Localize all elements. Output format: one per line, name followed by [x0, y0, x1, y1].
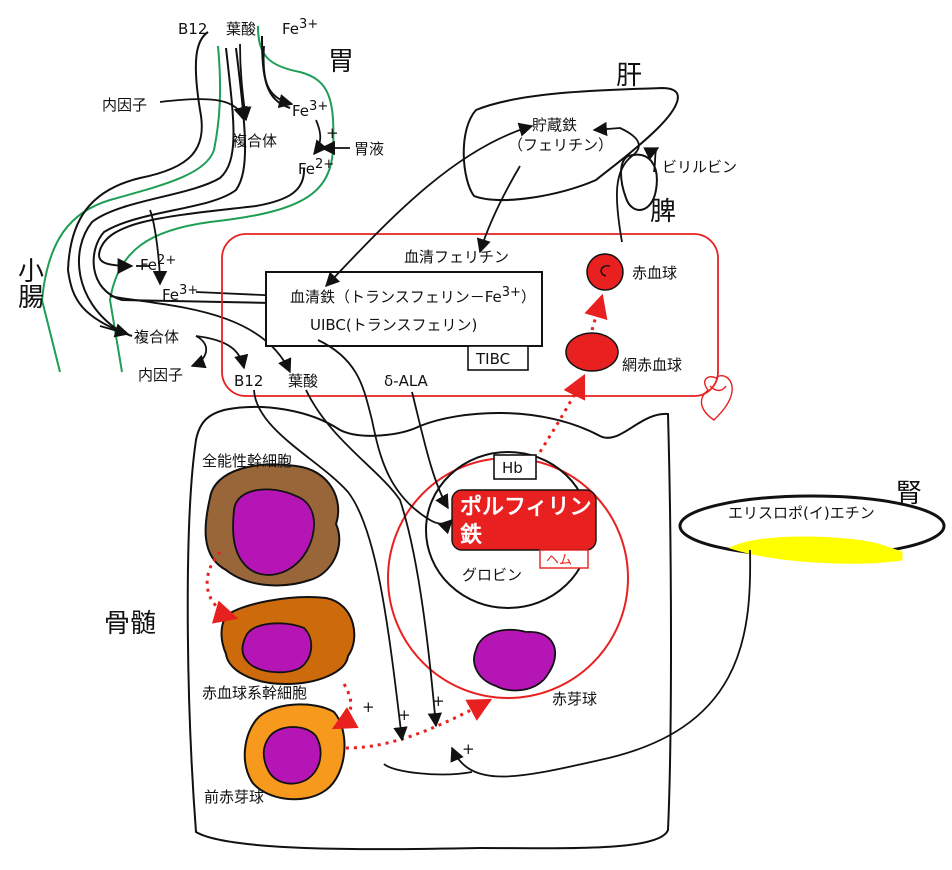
liver-serum-arrows	[325, 121, 660, 288]
rbc-label: 赤血球	[632, 264, 677, 282]
bilirubin-label: ビリルビン	[662, 158, 737, 176]
intake-b12: B12	[178, 20, 207, 38]
stomach-fe2: Fe2+	[298, 157, 334, 178]
spleen-label: 脾	[650, 197, 676, 227]
pluripotent-stem-nucleus	[232, 488, 315, 576]
small-intestine-label-1: 小	[18, 257, 44, 287]
stomach-intrinsic-factor: 内因子	[102, 96, 147, 114]
small-intestine-label-2: 腸	[18, 283, 44, 313]
intestine-b12: B12	[234, 372, 263, 390]
globin-label: グロビン	[462, 566, 522, 584]
proerythroblast-label: 前赤芽球	[204, 788, 264, 806]
spleen-outline	[620, 153, 658, 211]
intestine-folate: 葉酸	[288, 372, 318, 390]
reticulocyte-cell	[565, 332, 619, 372]
tibc-label: TIBC	[475, 350, 510, 368]
plus-sign-4: +	[462, 740, 475, 758]
plus-sign-2: +	[398, 706, 411, 724]
kidney	[678, 494, 946, 564]
intestine-fe3: Fe3+	[162, 283, 198, 304]
stomach-inner-wall	[40, 45, 222, 373]
iron-label: 鉄	[460, 522, 482, 548]
serum-iron-label: 血清鉄（トランスフェリン－Fe3+）	[290, 285, 536, 306]
tibc-box	[467, 345, 529, 371]
bone-marrow-label: 骨髄	[104, 609, 156, 639]
intestine-complex: 複合体	[134, 328, 179, 346]
stomach-fe3: Fe3+	[292, 99, 328, 120]
ala-label: δ-ALA	[384, 372, 429, 390]
erythroid-stem-nucleus	[241, 622, 313, 674]
intestine-fe2: Fe2+	[140, 253, 176, 274]
liver-label: 肝	[616, 61, 642, 91]
rbc-center-mark	[600, 265, 611, 277]
porphyrin-label: ポルフィリン	[460, 494, 592, 520]
epo-label: エリスロポ(イ)エチン	[728, 504, 875, 522]
intake-fe3: Fe3+	[282, 17, 318, 38]
intake-folate: 葉酸	[226, 20, 256, 38]
serum-ferritin-label: 血清フェリチン	[404, 248, 509, 266]
pluripotent-label: 全能性幹細胞	[202, 452, 292, 470]
reticulocyte-to-rbc-arrow	[584, 293, 608, 331]
erythroblast-nucleus	[473, 628, 557, 692]
epo-return-line	[383, 763, 473, 776]
kidney-label: 腎	[896, 479, 922, 509]
reticulocyte-label: 網赤血球	[622, 356, 682, 374]
proerythroblast-nucleus	[262, 726, 322, 785]
ferritin-label: （フェリチン）	[508, 136, 613, 154]
gastric-juice-label: 胃液	[354, 140, 384, 158]
epo-arrow	[450, 549, 752, 778]
storage-iron-label: 貯蔵鉄	[532, 116, 577, 134]
rbc-cell	[586, 253, 624, 291]
stomach-complex: 複合体	[232, 132, 277, 150]
heme-label: ヘム	[546, 553, 572, 568]
erythroblast-label: 赤芽球	[552, 690, 597, 708]
serum-iron-box	[265, 271, 543, 347]
stomach-label: 胃	[328, 47, 354, 77]
differentiation-arrows	[205, 373, 586, 750]
heart-icon	[700, 374, 733, 421]
hb-label: Hb	[502, 459, 523, 477]
plus-sign-1: +	[362, 698, 375, 716]
stomach-plus: +	[326, 124, 339, 142]
marrow-outline	[186, 405, 672, 851]
hb-box	[493, 454, 537, 480]
marrow-flow-lines	[253, 339, 454, 742]
intestine-intrinsic-factor: 内因子	[138, 366, 183, 384]
erythroid-stem-label: 赤血球系幹細胞	[202, 684, 307, 702]
heme-box	[539, 549, 589, 569]
uibc-label: UIBC(トランスフェリン)	[310, 316, 477, 334]
plus-sign-3: +	[432, 692, 445, 710]
